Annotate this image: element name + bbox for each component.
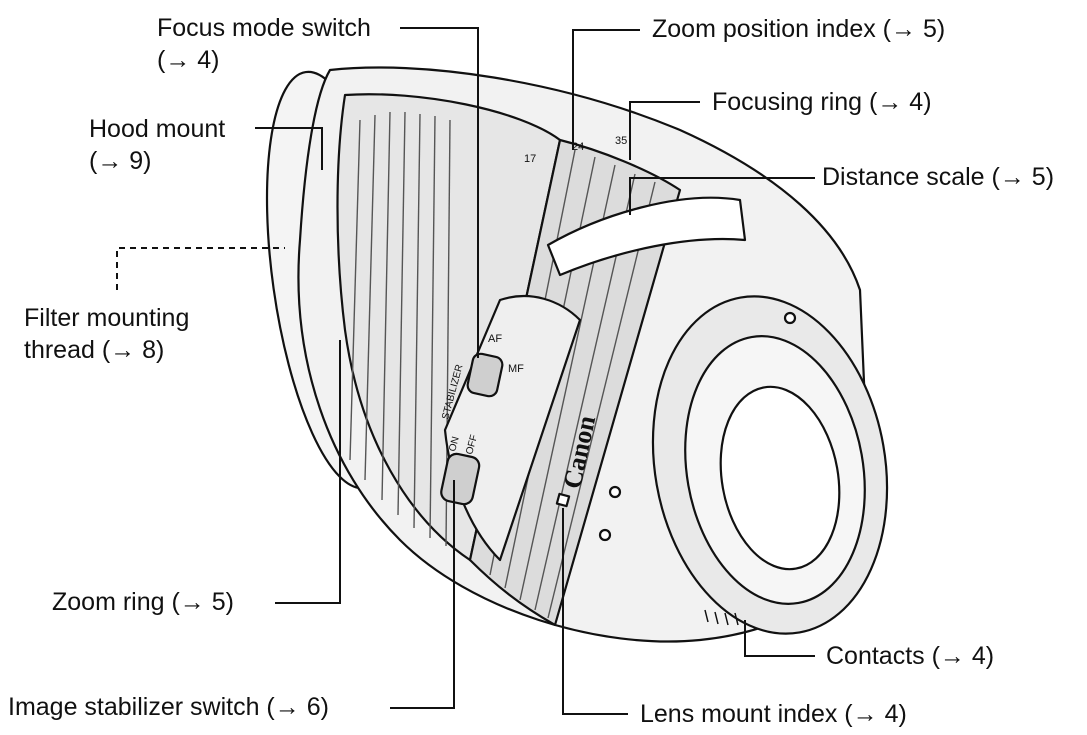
label-hood-mount-line2: (→ 9) (89, 145, 225, 177)
label-focus-mode-switch-line2: (→ 4) (157, 44, 371, 76)
lens-mount-index-mark (557, 494, 569, 506)
label-contacts: Contacts (→ 4) (826, 640, 994, 672)
zoom-mark-35: 35 (615, 135, 627, 147)
label-filter-mounting-thread-line1: Filter mounting (24, 302, 189, 334)
mount-screw (785, 313, 795, 323)
label-filter-mounting-thread-line2: thread (→ 8) (24, 334, 189, 366)
label-lens-mount-index: Lens mount index (→ 4) (640, 698, 907, 730)
label-focus-mode-switch: Focus mode switch (→ 4) (157, 12, 371, 76)
label-hood-mount: Hood mount (→ 9) (89, 113, 225, 177)
label-hood-mount-line1: Hood mount (89, 113, 225, 145)
label-distance-scale: Distance scale (→ 5) (822, 161, 1054, 193)
label-zoom-ring: Zoom ring (→ 5) (52, 586, 234, 618)
label-zoom-position-index: Zoom position index (→ 5) (652, 13, 945, 45)
mount-screw (600, 530, 610, 540)
af-marking: AF (488, 333, 502, 345)
mount-screw (610, 487, 620, 497)
label-focus-mode-switch-line1: Focus mode switch (157, 12, 371, 44)
zoom-mark-17: 17 (524, 153, 536, 165)
mf-marking: MF (508, 363, 524, 375)
leader-filter-thread (117, 248, 285, 290)
label-focusing-ring: Focusing ring (→ 4) (712, 86, 932, 118)
label-filter-mounting-thread: Filter mounting thread (→ 8) (24, 302, 189, 366)
label-image-stabilizer-switch: Image stabilizer switch (→ 6) (8, 691, 329, 723)
